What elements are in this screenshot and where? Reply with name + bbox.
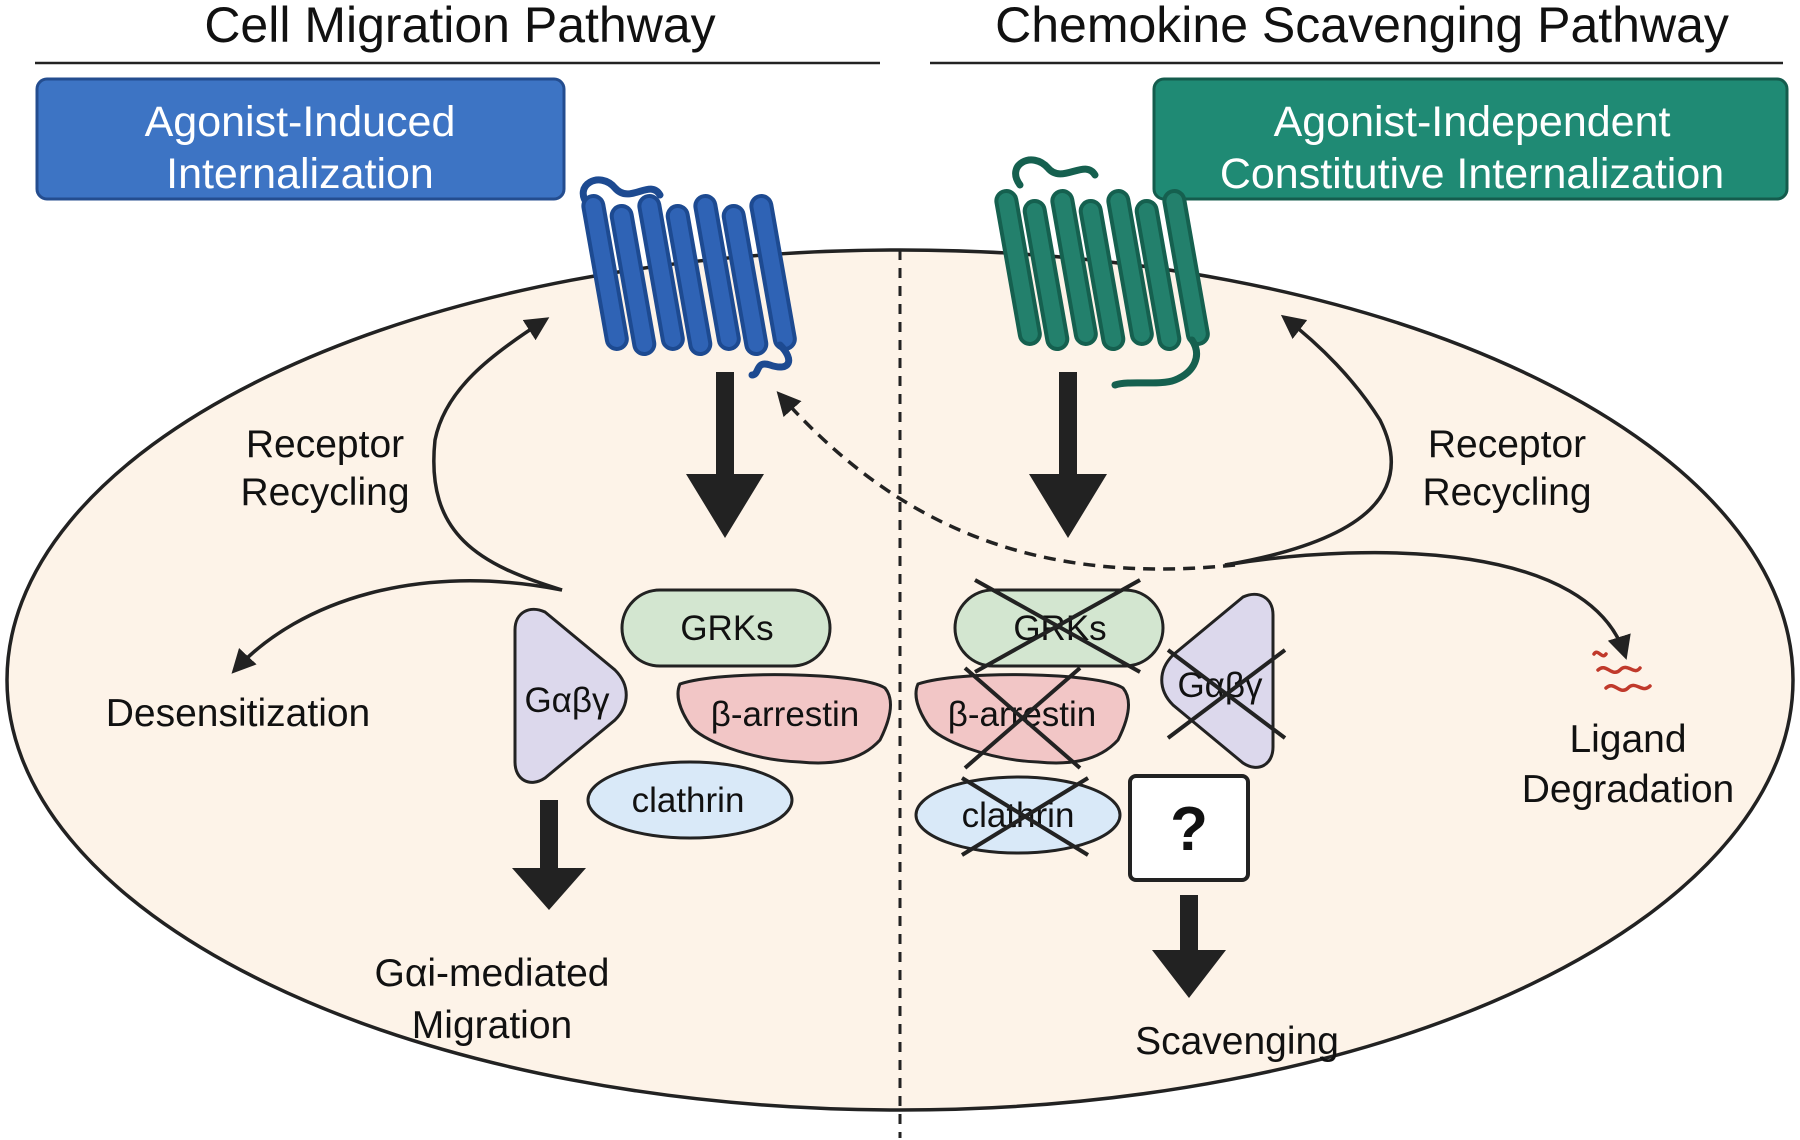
arrestin-cross-icon bbox=[963, 666, 1082, 770]
right-arrestin: β-arrestin bbox=[914, 666, 1130, 770]
ligand-degradation-arrow bbox=[1224, 550, 1631, 660]
left-gprotein-label: Gαβγ bbox=[524, 681, 610, 720]
agonist-induced-box bbox=[35, 77, 566, 201]
unknown-mechanism-label: ? bbox=[1170, 795, 1208, 864]
left-arrestin-label: β-arrestin bbox=[711, 695, 860, 734]
scavenging-arrow bbox=[1152, 895, 1226, 998]
agonist-induced-line1: Agonist-Induced bbox=[145, 98, 456, 146]
right-pathway-heading: Chemokine Scavenging Pathway bbox=[995, 0, 1729, 53]
right-recycling-label-line1: Receptor bbox=[1428, 423, 1586, 466]
clathrin-cross-icon bbox=[960, 776, 1090, 857]
degraded-ligand-icon bbox=[1592, 650, 1652, 692]
migration-label-line1: Gαi-mediated bbox=[375, 952, 610, 995]
right-clathrin: clathrin bbox=[914, 775, 1122, 857]
right-gprotein: Gαβγ bbox=[1160, 592, 1287, 769]
left-receptor-icon bbox=[579, 176, 797, 379]
right-internalization-arrow bbox=[1029, 372, 1107, 538]
ligand-degradation-label-line2: Degradation bbox=[1522, 768, 1734, 811]
left-clathrin-label: clathrin bbox=[632, 781, 745, 820]
right-clathrin-label: clathrin bbox=[962, 796, 1075, 835]
agonist-independent-line2: Constitutive Internalization bbox=[1220, 150, 1724, 198]
unknown-mechanism-box: ? bbox=[1128, 774, 1250, 882]
right-receptor-icon bbox=[994, 156, 1210, 389]
left-grks-label: GRKs bbox=[680, 609, 773, 648]
agonist-independent-line1: Agonist-Independent bbox=[1274, 98, 1671, 146]
scavenging-label: Scavenging bbox=[1135, 1020, 1339, 1063]
desensitization-arrow bbox=[231, 579, 563, 674]
agonist-independent-box bbox=[1152, 77, 1789, 201]
migration-label-line2: Migration bbox=[412, 1004, 572, 1047]
left-recycling-label-line2: Recycling bbox=[240, 471, 409, 514]
left-grks: GRKs bbox=[620, 588, 832, 668]
right-grks: GRKs bbox=[953, 578, 1165, 674]
left-recycling-arrow bbox=[432, 317, 563, 592]
ligand-degradation-label-line1: Ligand bbox=[1569, 718, 1686, 761]
migration-arrow bbox=[512, 800, 586, 910]
left-pathway-heading: Cell Migration Pathway bbox=[204, 0, 715, 53]
grks-cross-icon bbox=[974, 578, 1141, 674]
left-gprotein: Gαβγ bbox=[513, 607, 628, 784]
right-recycling-arrow bbox=[1224, 314, 1394, 567]
desensitization-label: Desensitization bbox=[106, 692, 370, 735]
left-internalization-arrow bbox=[686, 372, 764, 538]
left-recycling-label-line1: Receptor bbox=[246, 423, 404, 466]
gprotein-cross-icon bbox=[1166, 648, 1287, 740]
agonist-induced-line2: Internalization bbox=[166, 150, 434, 198]
left-clathrin: clathrin bbox=[586, 760, 794, 840]
right-recycling-label-line2: Recycling bbox=[1422, 471, 1591, 514]
right-arrestin-label: β-arrestin bbox=[948, 695, 1097, 734]
left-arrestin: β-arrestin bbox=[676, 673, 892, 765]
